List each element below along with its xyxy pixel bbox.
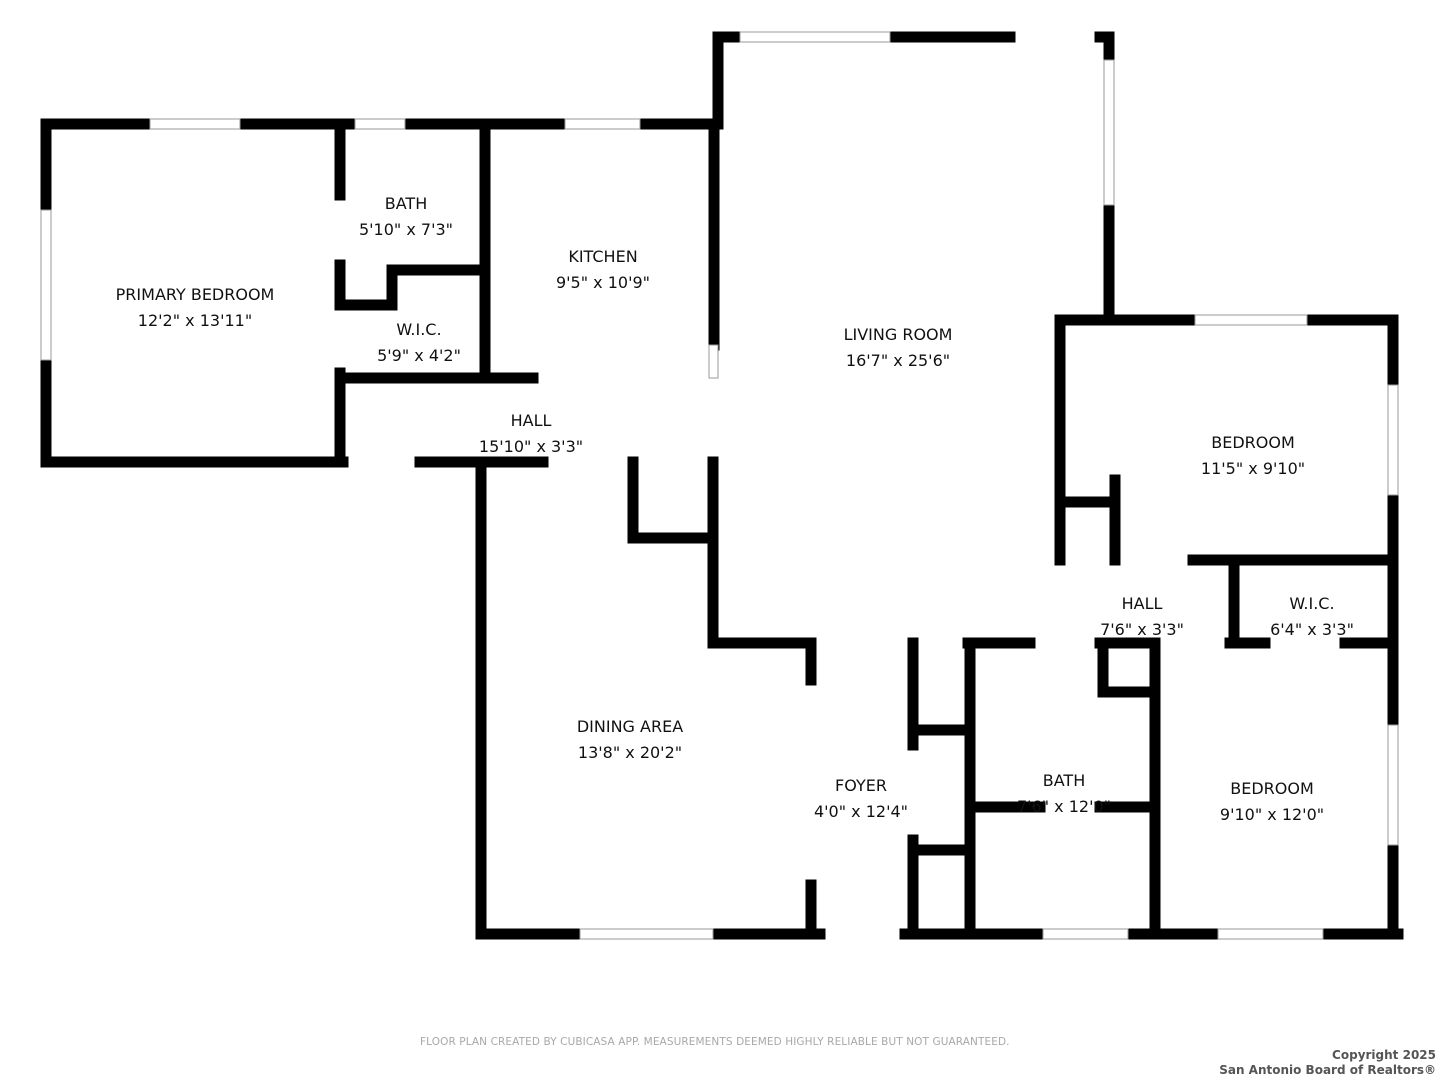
room-label-bath-2: BATH 7'6" x 12'0": [1017, 768, 1111, 820]
room-size: 12'2" x 13'11": [137, 311, 253, 330]
room-name: BEDROOM: [1211, 433, 1295, 452]
copyright-owner: San Antonio Board of Realtors®: [1219, 1063, 1436, 1077]
copyright-year: Copyright 2025: [1332, 1048, 1436, 1062]
room-name: BATH: [1042, 771, 1086, 790]
room-size: 5'10" x 7'3": [358, 220, 454, 239]
room-label-foyer: FOYER 4'0" x 12'4": [814, 773, 908, 825]
room-size: 15'10" x 3'3": [478, 437, 584, 456]
room-label-kitchen: KITCHEN 9'5" x 10'9": [556, 244, 650, 296]
room-size: 7'6" x 3'3": [1100, 620, 1184, 639]
room-name: HALL: [1121, 594, 1163, 613]
room-name: DINING AREA: [576, 717, 684, 736]
room-size: 6'4" x 3'3": [1270, 620, 1354, 639]
room-size: 7'6" x 12'0": [1016, 797, 1112, 816]
room-size: 9'10" x 12'0": [1219, 805, 1325, 824]
room-size: 4'0" x 12'4": [813, 802, 909, 821]
room-label-wic-2: W.I.C. 6'4" x 3'3": [1270, 591, 1354, 643]
room-name: FOYER: [835, 776, 887, 795]
room-label-wic-1: W.I.C. 5'9" x 4'2": [377, 317, 461, 369]
room-name: W.I.C.: [396, 320, 442, 339]
walls: [40, 31, 1404, 940]
copyright: Copyright 2025 San Antonio Board of Real…: [1219, 1048, 1436, 1078]
room-name: LIVING ROOM: [843, 325, 953, 344]
room-size: 11'5" x 9'10": [1200, 459, 1306, 478]
room-label-bath-1: BATH 5'10" x 7'3": [359, 191, 453, 243]
windows: [40, 31, 1399, 940]
room-label-bedroom-1: BEDROOM 11'5" x 9'10": [1201, 430, 1305, 482]
room-label-living-room: LIVING ROOM 16'7" x 25'6": [844, 322, 953, 374]
room-label-hall-2: HALL 7'6" x 3'3": [1100, 591, 1184, 643]
room-name: BATH: [384, 194, 428, 213]
disclaimer: FLOOR PLAN CREATED BY CUBICASA APP. MEAS…: [420, 1036, 1010, 1048]
room-name: KITCHEN: [568, 247, 638, 266]
room-label-hall-1: HALL 15'10" x 3'3": [479, 408, 583, 460]
room-name: PRIMARY BEDROOM: [115, 285, 275, 304]
room-size: 9'5" x 10'9": [555, 273, 651, 292]
room-size: 13'8" x 20'2": [577, 743, 683, 762]
room-size: 5'9" x 4'2": [377, 346, 461, 365]
room-size: 16'7" x 25'6": [845, 351, 951, 370]
room-label-dining-area: DINING AREA 13'8" x 20'2": [577, 714, 683, 766]
room-label-primary-bedroom: PRIMARY BEDROOM 12'2" x 13'11": [116, 282, 275, 334]
room-name: HALL: [510, 411, 552, 430]
room-name: W.I.C.: [1289, 594, 1335, 613]
room-name: BEDROOM: [1230, 779, 1314, 798]
room-label-bedroom-2: BEDROOM 9'10" x 12'0": [1220, 776, 1324, 828]
